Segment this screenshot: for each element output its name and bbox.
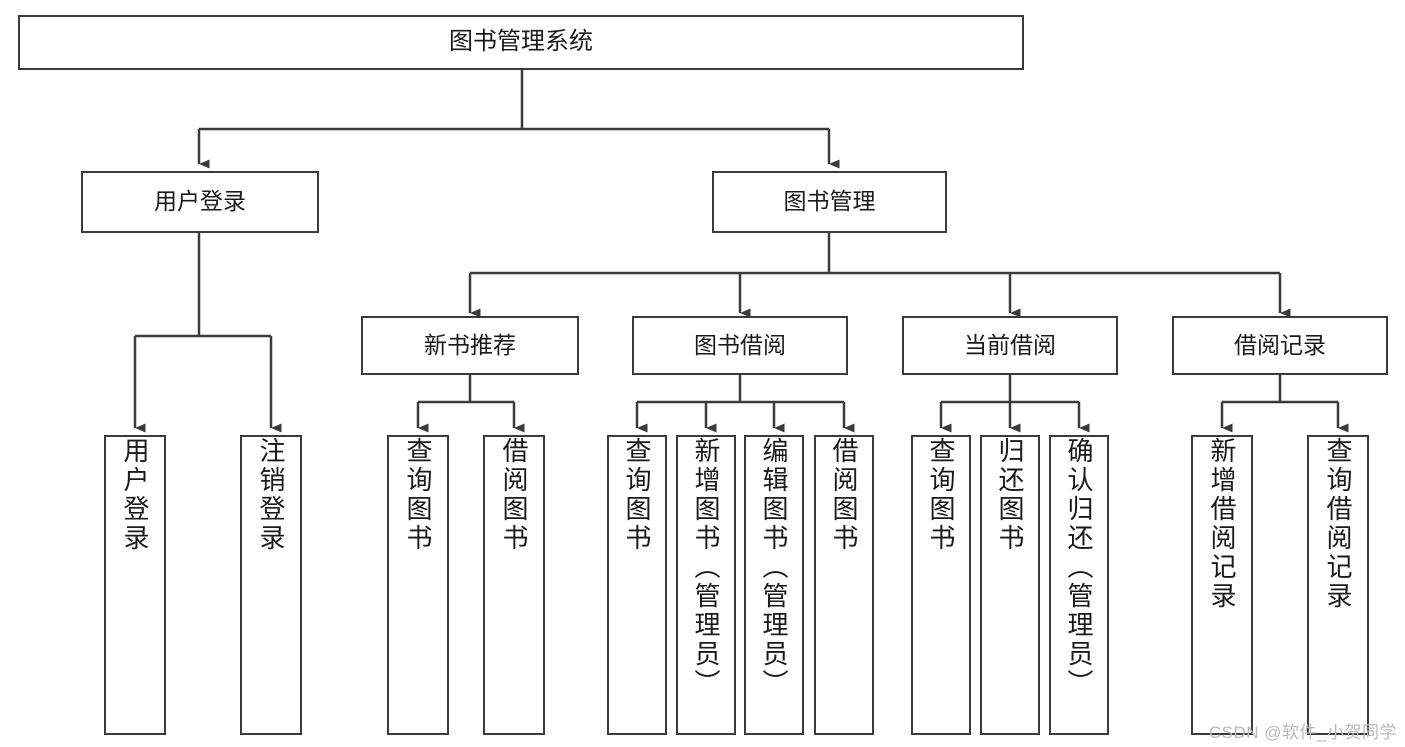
node-user-login[interactable]: 用户登录 [81, 171, 319, 233]
node-new-book-recommend[interactable]: 新书推荐 [361, 316, 579, 375]
node-leaf-edit-book-admin-label: 编辑图书（管理员） [759, 437, 789, 698]
node-leaf-query-book-borrow[interactable]: 查询图书 [607, 435, 667, 735]
node-leaf-query-book-current[interactable]: 查询图书 [911, 435, 971, 735]
node-root-book-management-system[interactable]: 图书管理系统 [18, 15, 1024, 70]
node-leaf-user-login[interactable]: 用户登录 [104, 435, 166, 735]
node-leaf-logout[interactable]: 注销登录 [240, 435, 302, 735]
node-leaf-add-book-admin[interactable]: 新增图书（管理员） [676, 435, 736, 735]
node-book-borrow[interactable]: 图书借阅 [632, 316, 848, 375]
node-leaf-user-login-label: 用户登录 [120, 437, 150, 553]
node-current-borrow[interactable]: 当前借阅 [902, 316, 1118, 375]
node-borrow-record-label: 借阅记录 [1234, 331, 1326, 358]
node-leaf-query-borrow-record[interactable]: 查询借阅记录 [1307, 435, 1369, 735]
node-leaf-add-book-admin-label: 新增图书（管理员） [691, 437, 721, 698]
node-leaf-query-book-recommend-label: 查询图书 [403, 437, 433, 553]
node-leaf-edit-book-admin[interactable]: 编辑图书（管理员） [744, 435, 804, 735]
node-book-management-label: 图书管理 [783, 188, 876, 215]
node-leaf-borrow-book-recommend-label: 借阅图书 [499, 437, 529, 553]
node-leaf-confirm-return-admin-label: 确认归还（管理员） [1064, 437, 1094, 698]
node-leaf-query-borrow-record-label: 查询借阅记录 [1323, 437, 1353, 611]
node-new-book-recommend-label: 新书推荐 [424, 331, 516, 358]
node-user-login-label: 用户登录 [154, 188, 246, 215]
node-leaf-confirm-return-admin[interactable]: 确认归还（管理员） [1049, 435, 1109, 735]
csdn-watermark: CSDN @软件_小贺同学 [1208, 723, 1397, 742]
node-leaf-query-book-borrow-label: 查询图书 [622, 437, 652, 553]
node-leaf-borrow-book-recommend[interactable]: 借阅图书 [483, 435, 545, 735]
node-leaf-add-borrow-record[interactable]: 新增借阅记录 [1191, 435, 1253, 735]
node-leaf-query-book-current-label: 查询图书 [926, 437, 956, 553]
node-leaf-logout-label: 注销登录 [256, 437, 286, 553]
node-book-management[interactable]: 图书管理 [712, 171, 947, 233]
node-leaf-add-borrow-record-label: 新增借阅记录 [1207, 437, 1237, 611]
node-leaf-return-book-label: 归还图书 [995, 437, 1025, 553]
node-leaf-borrow-book-label: 借阅图书 [829, 437, 859, 553]
node-book-borrow-label: 图书借阅 [694, 331, 786, 358]
node-borrow-record[interactable]: 借阅记录 [1172, 316, 1388, 375]
node-leaf-return-book[interactable]: 归还图书 [980, 435, 1040, 735]
node-root-label: 图书管理系统 [449, 28, 593, 56]
node-current-borrow-label: 当前借阅 [964, 331, 1056, 358]
node-leaf-borrow-book[interactable]: 借阅图书 [814, 435, 874, 735]
node-leaf-query-book-recommend[interactable]: 查询图书 [387, 435, 449, 735]
